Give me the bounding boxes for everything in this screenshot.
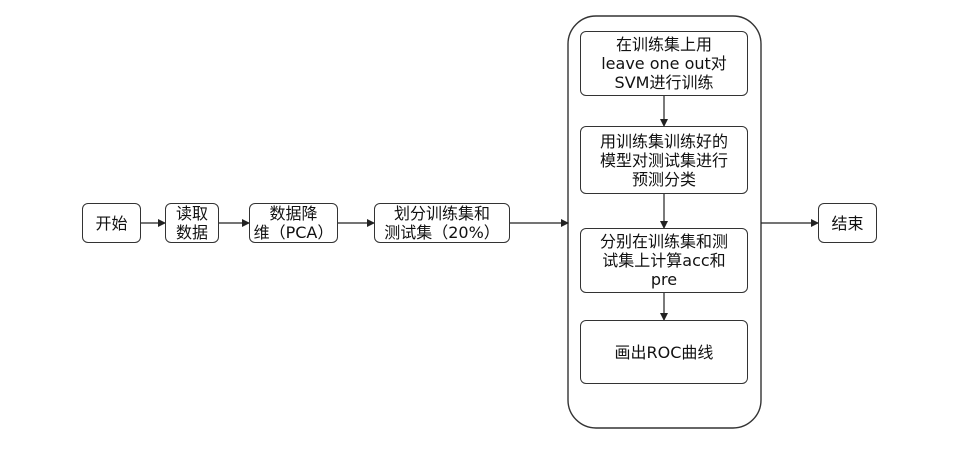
node-predict: 用训练集训练好的 模型对测试集进行 预测分类 [580,126,748,194]
node-metrics-label: 分别在训练集和测 试集上计算acc和 pre [599,232,728,289]
node-end-label: 结束 [831,213,864,233]
node-read-data: 读取 数据 [165,203,219,243]
node-read-data-label: 读取 数据 [175,204,208,242]
node-end: 结束 [818,203,877,243]
node-split-label: 划分训练集和 测试集（20%） [384,204,500,242]
node-pca-label: 数据降 维（PCA） [253,204,334,242]
node-predict-label: 用训练集训练好的 模型对测试集进行 预测分类 [599,131,728,189]
node-pca: 数据降 维（PCA） [249,203,338,243]
node-train-loo-label: 在训练集上用 leave one out对 SVM进行训练 [601,35,727,92]
node-start: 开始 [82,203,141,243]
node-roc-label: 画出ROC曲线 [614,342,714,362]
node-train-loo: 在训练集上用 leave one out对 SVM进行训练 [580,31,748,96]
node-roc: 画出ROC曲线 [580,320,748,384]
node-split: 划分训练集和 测试集（20%） [374,203,510,243]
node-start-label: 开始 [95,213,128,233]
node-metrics: 分别在训练集和测 试集上计算acc和 pre [580,228,748,293]
